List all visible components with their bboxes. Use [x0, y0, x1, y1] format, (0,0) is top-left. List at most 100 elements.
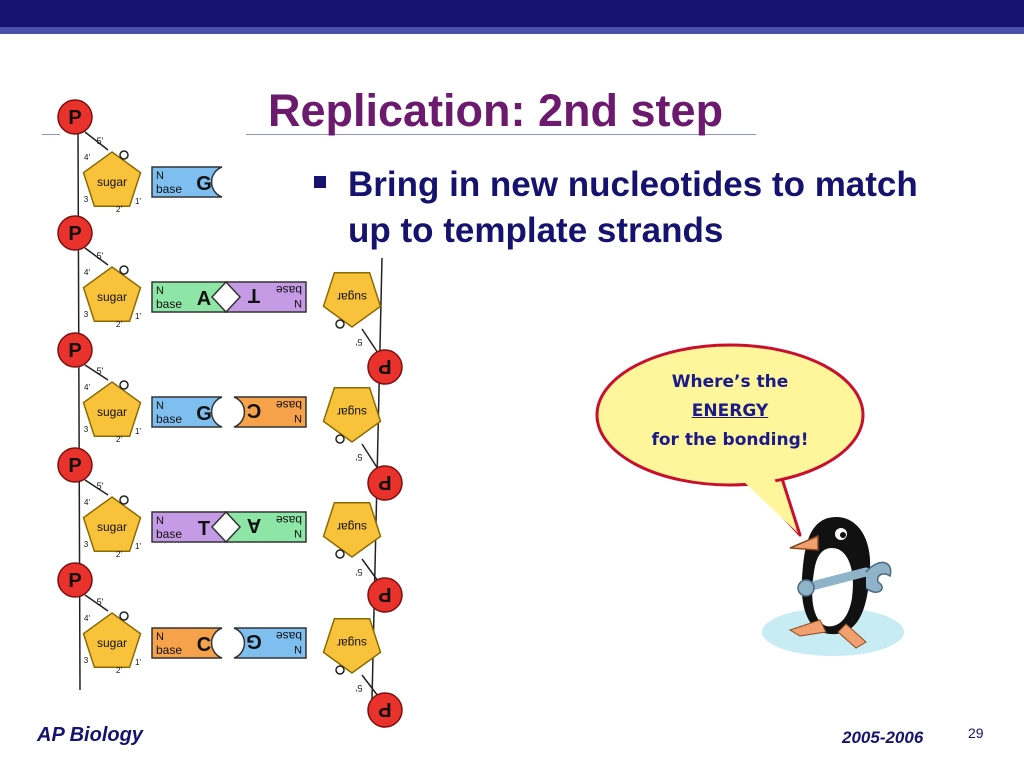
phosphate-circle — [57, 215, 93, 251]
base-n-label: N — [156, 400, 164, 412]
phosphate-circle — [367, 349, 403, 385]
speech-bubble — [595, 343, 865, 537]
carbon2-label: 2' — [116, 666, 122, 675]
sugar-label: sugar — [337, 636, 367, 650]
carbon1-label: 1' — [135, 427, 141, 436]
phosphate-label: P — [68, 107, 81, 129]
right-strand: sugar5'PNbaseTsugar5'PNbaseCsugar5'PNbas… — [224, 257, 403, 728]
carbon1-label: 1' — [135, 658, 141, 667]
phosphate-label: P — [378, 698, 391, 720]
bullet-square-icon — [314, 176, 326, 188]
sugar-label: sugar — [97, 290, 127, 304]
base-letter: G — [196, 173, 212, 195]
carbon5-label: 5' — [355, 683, 362, 693]
base-letter: A — [197, 288, 211, 310]
carbon4-label: 4' — [84, 268, 90, 277]
footer-course: AP Biology — [37, 724, 143, 746]
base-n-label: N — [294, 297, 302, 309]
base-letter: T — [248, 284, 260, 306]
phosphate-bond — [84, 131, 109, 151]
base-shape — [151, 511, 228, 543]
oxygen-ring — [335, 319, 345, 329]
base-word-label: base — [156, 182, 182, 196]
carbon5-label: 5' — [355, 567, 362, 577]
base-letter: T — [198, 518, 210, 540]
phosphate-circle — [57, 332, 93, 368]
sugar-pentagon — [82, 151, 142, 208]
phosphate-label: P — [68, 340, 81, 362]
carbon5-label: 5' — [355, 452, 362, 462]
carbon5-label: 5' — [97, 481, 104, 491]
base-n-label: N — [156, 631, 164, 643]
speech-bubble-text: Where’s the ENERGY for the bonding! — [604, 368, 856, 455]
phosphate-circle — [57, 562, 93, 598]
base-shape — [233, 627, 307, 659]
phosphate-circle — [57, 447, 93, 483]
phosphate-circle — [367, 465, 403, 501]
carbon3-label: 3 — [84, 656, 89, 665]
carbon5-label: 5' — [97, 597, 104, 607]
phosphate-label: P — [68, 223, 81, 245]
carbon3-label: 3 — [84, 195, 89, 204]
left-backbone-line — [77, 129, 81, 691]
base-n-label: N — [156, 285, 164, 297]
top-banner — [0, 0, 1024, 27]
base-letter: G — [196, 403, 212, 425]
base-word-label: base — [156, 297, 182, 311]
oxygen-ring — [335, 549, 345, 559]
phosphate-circle — [367, 577, 403, 613]
carbon2-label: 2' — [116, 435, 122, 444]
oxygen-ring — [119, 380, 129, 390]
carbon2-label: 2' — [116, 320, 122, 329]
carbon4-label: 4' — [84, 383, 90, 392]
sugar-pentagon — [322, 501, 382, 558]
oxygen-ring — [119, 611, 129, 621]
base-shape — [151, 627, 223, 659]
oxygen-ring — [119, 495, 129, 505]
carbon3-label: 3 — [84, 310, 89, 319]
oxygen-ring — [335, 434, 345, 444]
top-banner-stripe — [0, 27, 1024, 34]
phosphate-bond — [84, 479, 109, 496]
carbon2-label: 2' — [116, 205, 122, 214]
base-shape — [224, 281, 307, 313]
carbon3-label: 3 — [84, 540, 89, 549]
sugar-label: sugar — [337, 405, 367, 419]
phosphate-label: P — [378, 355, 391, 377]
footer-year: 2005-2006 — [842, 728, 924, 747]
sugar-label: sugar — [337, 290, 367, 304]
phosphate-label: P — [378, 471, 391, 493]
bullet-text: Bring in new nucleotides to match up to … — [348, 165, 918, 250]
phosphate-bond — [84, 594, 109, 612]
slide-title: Replication: 2nd step — [268, 85, 724, 136]
phosphate-bond — [84, 247, 109, 266]
bubble-line-1: Where’s the — [671, 372, 789, 392]
bubble-line-3: for the bonding! — [651, 430, 809, 450]
phosphate-circle — [57, 99, 93, 135]
bullet-point: Bring in new nucleotides to match up to … — [314, 162, 954, 254]
base-letter: C — [247, 399, 261, 421]
base-word-label: base — [156, 412, 182, 426]
oxygen-ring — [119, 150, 129, 160]
phosphate-label: P — [68, 455, 81, 477]
phosphate-bond — [361, 328, 379, 354]
sugar-pentagon — [82, 496, 142, 553]
page-number: 29 — [968, 725, 984, 741]
base-n-label: N — [156, 515, 164, 527]
base-shape — [224, 511, 307, 543]
base-n-label: N — [156, 170, 164, 182]
base-n-label: N — [294, 643, 302, 655]
phosphate-label: P — [68, 570, 81, 592]
base-word-label: base — [276, 629, 302, 643]
title-rule-left — [42, 134, 60, 135]
carbon4-label: 4' — [84, 614, 90, 623]
